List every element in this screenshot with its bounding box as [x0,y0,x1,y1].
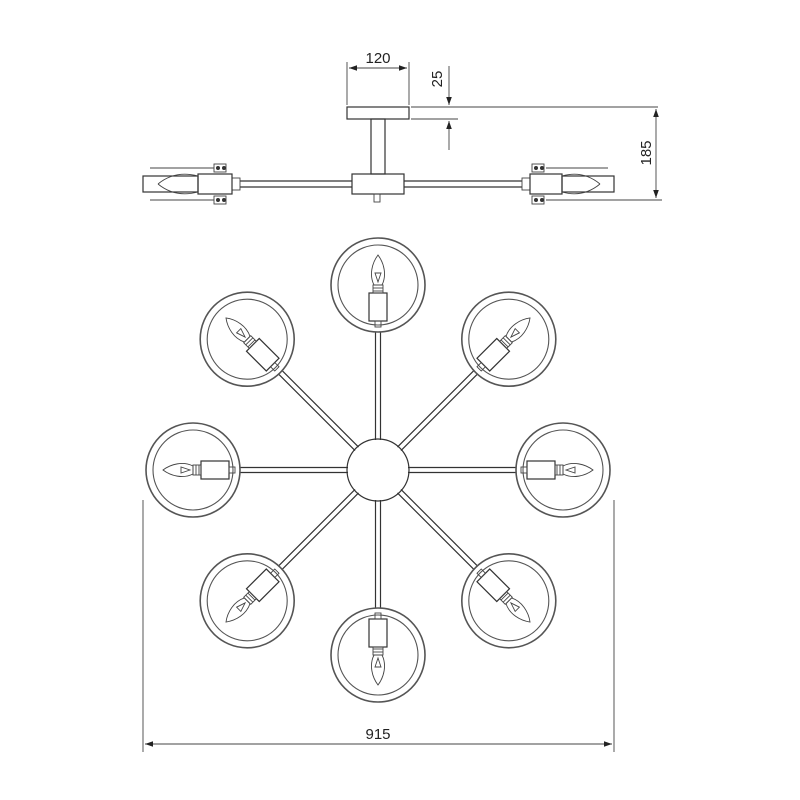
dimension-label-total-height: 185 [638,140,655,165]
lamp [515,422,611,518]
lamp [330,237,426,333]
side-view: 120 25 185 [142,50,662,205]
lamp [460,291,557,388]
arm [397,489,485,577]
dimension-canopy-width: 120 [346,50,410,105]
arm [271,489,359,577]
side-lamp-right [521,163,615,205]
canopy [346,106,410,120]
dimension-canopy-height: 25 [411,66,658,150]
lamp [199,291,295,388]
lamp [199,552,295,649]
arm [397,363,485,451]
arm [231,465,348,475]
hub-block [351,173,405,195]
top-view: 915 [142,237,615,752]
lamp [145,422,241,518]
dimension-total-height: 185 [604,109,662,201]
side-lamp-left [142,163,241,205]
downrod [370,118,386,175]
center-hub [346,438,410,502]
arm [408,465,525,475]
arm [373,323,383,440]
dimension-total-width: 915 [142,500,615,752]
dimension-label-total-width: 915 [365,726,390,743]
arm [271,363,359,451]
lamps [145,237,611,703]
dimension-label-canopy-height: 25 [429,71,446,88]
dimension-label-canopy-width: 120 [365,50,390,67]
arm [373,500,383,617]
lamp [460,552,557,649]
lamp [330,607,426,703]
